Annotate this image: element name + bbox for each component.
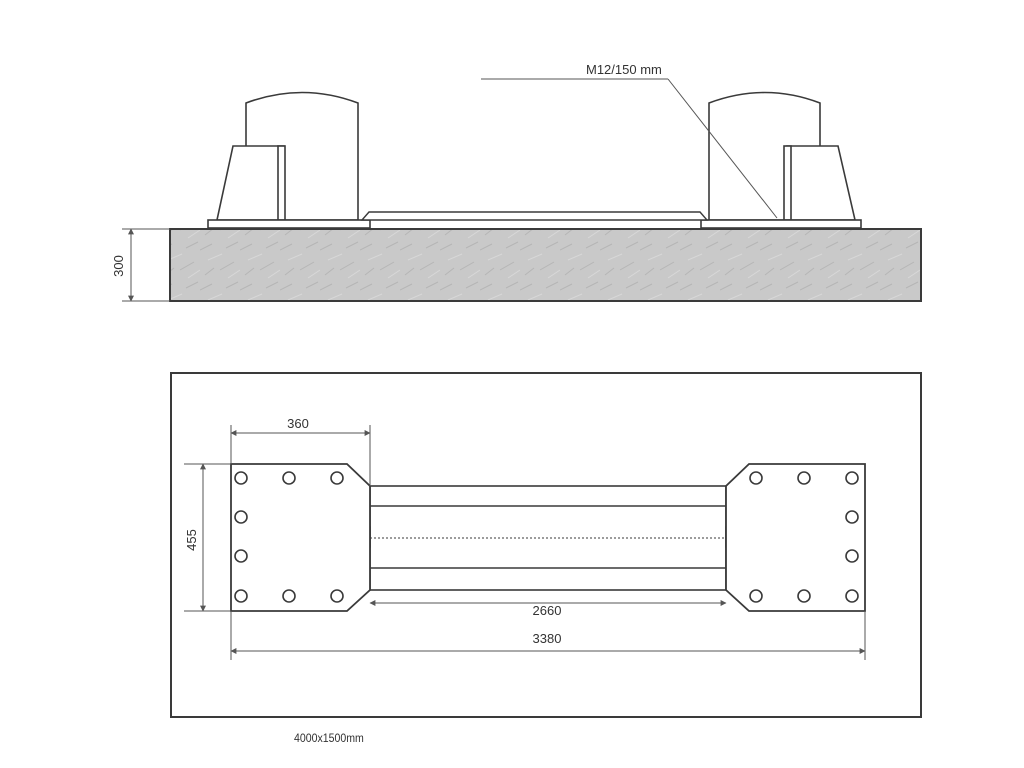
height-dimension [122,228,170,302]
left-anchor-holes [234,471,344,603]
concrete-slab [169,228,922,302]
left-column [207,91,371,229]
plate-depth-label: 455 [184,529,199,551]
center-channel [349,485,747,591]
height-label: 300 [111,255,126,277]
base-cover-plate [360,211,709,221]
plate-depth-dimension [184,463,231,612]
right-anchor-holes [749,471,859,603]
right-column [700,91,862,229]
inner-span-label: 2660 [533,603,562,618]
left-base-plate [230,463,371,612]
elevation-view: 300 M12/150 mm [111,62,922,302]
plate-width-dimension [230,425,371,486]
plate-width-label: 360 [287,416,309,431]
right-base-plate [725,463,866,612]
plan-view: 360 455 2660 3380 [170,372,922,718]
anchor-label: M12/150 mm [586,62,662,77]
foundation-size-caption: 4000x1500mm [294,731,364,745]
overall-span-dimension [230,611,866,660]
anchor-callout [481,78,778,219]
overall-span-label: 3380 [533,631,562,646]
